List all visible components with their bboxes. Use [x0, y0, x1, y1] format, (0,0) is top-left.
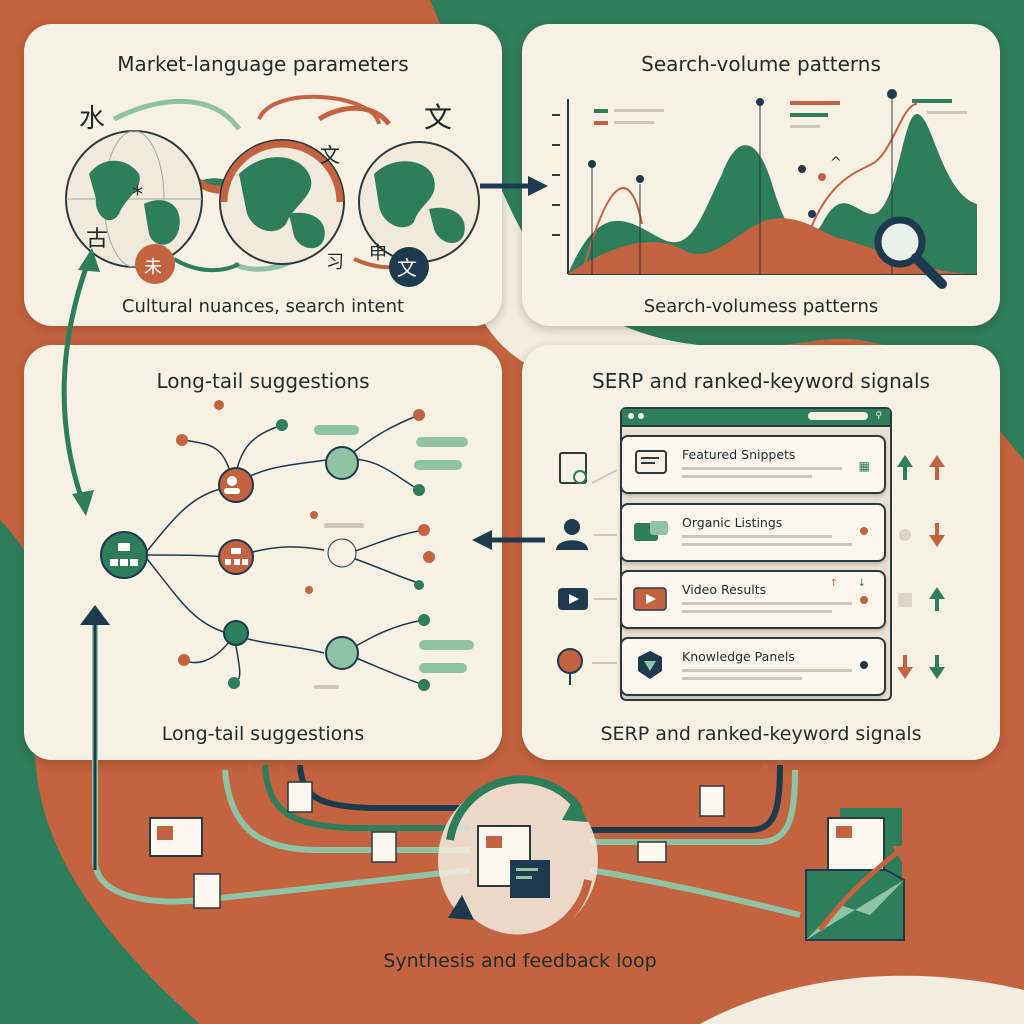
youtube-icon [558, 588, 588, 610]
longtail-panel-title: Long-tail suggestions [156, 369, 370, 393]
glyph-text-mid: 文 [320, 143, 340, 167]
chat-icon [634, 521, 668, 541]
magnifier-icon [874, 216, 947, 289]
serp-card-label: Knowledge Panels [682, 649, 795, 664]
glyph-asterisk: * [132, 183, 143, 208]
document-search-icon [559, 452, 587, 484]
serp-panel: SERP and ranked-keyword signals ⚲ Featur… [522, 345, 1000, 760]
rank-up-arrow-green-2 [929, 587, 945, 611]
group-icon-node [325, 446, 359, 480]
rank-down-arrow-red-2 [897, 655, 913, 679]
sitemap-icon-root [100, 531, 148, 579]
serp-card-featured-snippets[interactable]: Featured Snippets ▦ [620, 435, 886, 494]
volume-chart-glyph: ^ [830, 155, 842, 171]
globe-icon-center [219, 139, 345, 265]
location-pin-icon [557, 648, 583, 685]
table-icon: ▦ [858, 459, 870, 473]
glyph-bottom-mid: 习 [326, 252, 344, 273]
globes-illustration: 水 文 文 * 古 未 习 申 文 [65, 94, 480, 287]
search-volume-panel: Search-volume patterns ^ Se [522, 24, 1000, 326]
volume-panel-caption: Search-volumess patterns [643, 296, 879, 317]
rank-up-arrow-green [897, 455, 913, 480]
longtail-tree-illustration [100, 400, 474, 691]
serp-card-organic-listings[interactable]: Organic Listings [620, 503, 886, 562]
globe-icon-right [358, 141, 480, 263]
long-tail-panel: Long-tail suggestions [24, 345, 502, 760]
market-language-panel: Market-language parameters [24, 24, 502, 326]
glyph-water: 水 [79, 104, 105, 134]
video-play-icon [633, 587, 667, 611]
rank-up-arrow-red [929, 455, 945, 480]
volume-panel-title: Search-volume patterns [641, 52, 881, 76]
sitemap-icon-node [218, 539, 254, 575]
serp-card-video-results[interactable]: Video Results ↑ ↓ [620, 570, 886, 629]
volume-chart-illustration: ^ [552, 89, 977, 289]
user-icon [556, 519, 588, 550]
rank-down-arrow-green [929, 655, 945, 679]
market-panel-title: Market-language parameters [117, 52, 409, 76]
serp-panel-caption: SERP and ranked-keyword signals [600, 723, 922, 745]
glyph-badge-left: 未 [144, 257, 162, 278]
glyph-badge-right: 文 [397, 256, 417, 280]
glyph-text-top-right: 文 [424, 101, 452, 134]
glyph-bottom-right: 申 [369, 243, 387, 264]
knowledge-panel-icon [638, 651, 662, 679]
snippet-icon [635, 450, 667, 474]
synthesis-label: Synthesis and feedback loop [383, 950, 657, 972]
serp-card-knowledge-panels[interactable]: Knowledge Panels [620, 637, 886, 696]
rank-down-arrow-red [929, 523, 945, 547]
serp-search-icon: ⚲ [875, 411, 882, 421]
globe-icon-left [65, 130, 203, 268]
serp-panel-title: SERP and ranked-keyword signals [592, 369, 930, 393]
serp-card-label: Video Results [682, 582, 767, 597]
serp-card-label: Organic Listings [682, 515, 783, 530]
longtail-panel-caption: Long-tail suggestions [161, 723, 365, 745]
serp-side-icons [556, 452, 945, 685]
glyph-left-small: 古 [86, 227, 108, 252]
serp-search-bar[interactable] [808, 412, 868, 420]
market-panel-caption: Cultural nuances, search intent [121, 296, 405, 317]
user-icon-node [218, 467, 254, 503]
serp-card-label: Featured Snippets [682, 447, 796, 462]
